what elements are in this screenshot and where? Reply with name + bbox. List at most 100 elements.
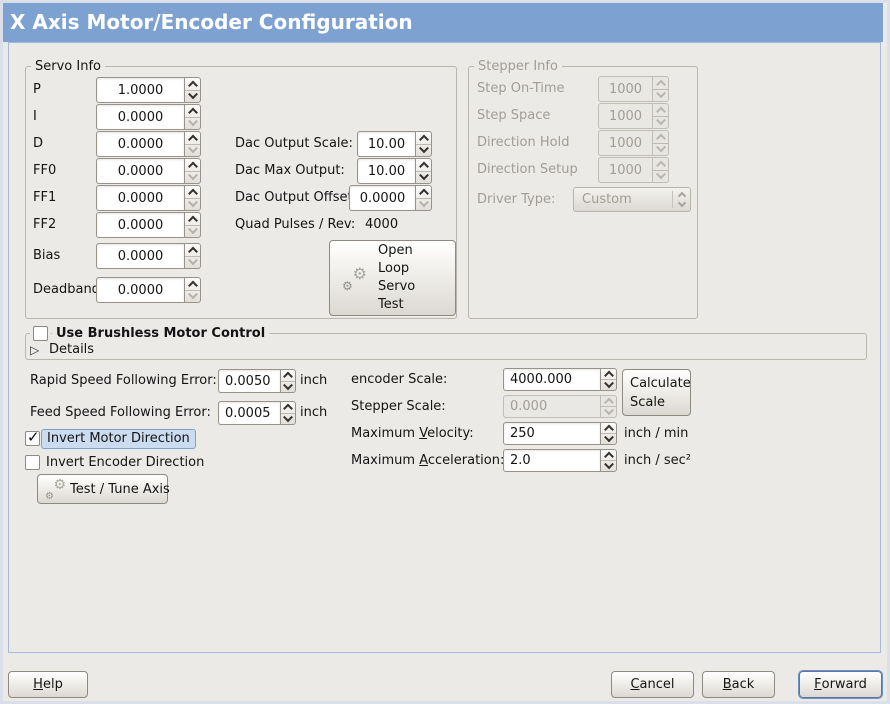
spin-down-button[interactable] xyxy=(185,291,200,303)
spin-down-button[interactable] xyxy=(281,414,295,425)
spin-down-button xyxy=(653,144,668,156)
maximum-acceleration-spinbox: 2.0 xyxy=(503,449,617,472)
deadband-label: Deadband xyxy=(33,282,100,297)
open-loop-servo-test-button[interactable]: ⚙⚙ Open Loop Servo Test xyxy=(329,240,456,316)
maximum-acceleration-input[interactable]: 2.0 xyxy=(503,449,600,472)
maximum-velocity-input[interactable]: 250 xyxy=(503,422,600,445)
encoder-scale-input[interactable]: 4000.000 xyxy=(503,368,600,391)
ff1-input[interactable]: 0.0000 xyxy=(96,185,184,211)
stepper-info-legend: Stepper Info xyxy=(474,59,562,74)
spin-down-button[interactable] xyxy=(185,91,200,103)
deadband-input[interactable]: 0.0000 xyxy=(96,277,184,303)
test-tune-axis-label: Test / Tune Axis xyxy=(70,481,170,497)
gears-icon: ⚙⚙ xyxy=(342,264,367,293)
spin-down-button[interactable] xyxy=(601,461,616,471)
invert-motor-label[interactable]: Invert Motor Direction xyxy=(41,429,196,449)
encoder-scale-spinbox: 4000.000 xyxy=(503,368,617,391)
step-on-time-spinbox: 1000 xyxy=(598,76,669,102)
bias-label: Bias xyxy=(33,248,61,263)
maximum-velocity-unit: inch / min xyxy=(624,426,689,441)
check-icon: ✓ xyxy=(27,428,40,446)
rapid-following-error-label: Rapid Speed Following Error: xyxy=(30,373,217,388)
i-input[interactable]: 0.0000 xyxy=(96,104,184,130)
use-brushless-checkbox[interactable] xyxy=(33,326,48,341)
step-on-time-label: Step On-Time xyxy=(477,81,565,96)
use-brushless-label[interactable]: Use Brushless Motor Control xyxy=(52,325,270,342)
i-spinbox: 0.0000 xyxy=(96,104,201,130)
calculate-scale-button[interactable]: Calculate Scale xyxy=(622,369,691,416)
d-input[interactable]: 0.0000 xyxy=(96,131,184,157)
d-spinbox: 0.0000 xyxy=(96,131,201,157)
maximum-velocity-label: Maximum Velocity: xyxy=(351,426,474,441)
direction-hold-input: 1000 xyxy=(598,130,652,156)
bias-input[interactable]: 0.0000 xyxy=(96,243,184,269)
p-input[interactable]: 1.0000 xyxy=(96,77,184,103)
servo-info-legend: Servo Info xyxy=(31,59,105,74)
quad-pulses-label: Quad Pulses / Rev: xyxy=(235,217,356,232)
rapid-following-error-unit: inch xyxy=(300,373,328,388)
feed-following-error-input[interactable]: 0.0005 xyxy=(218,401,280,425)
deadband-spinbox: 0.0000 xyxy=(96,277,201,303)
stepper-scale-label: Stepper Scale: xyxy=(351,399,446,414)
spin-down-button[interactable] xyxy=(185,226,200,238)
dac-output-offset-label: Dac Output Offset: xyxy=(235,190,357,205)
ff0-input[interactable]: 0.0000 xyxy=(96,158,184,184)
dac-max-output-input[interactable]: 10.00 xyxy=(357,158,415,184)
spin-down-button[interactable] xyxy=(416,145,431,157)
stepper-scale-spinbox: 0.000 xyxy=(503,395,617,418)
spin-down-button[interactable] xyxy=(601,380,616,390)
ff2-label: FF2 xyxy=(33,217,57,232)
spin-down-button xyxy=(601,407,616,417)
spin-down-button[interactable] xyxy=(601,434,616,444)
spin-down-button[interactable] xyxy=(185,172,200,184)
spin-down-button[interactable] xyxy=(416,199,431,211)
ff2-spinbox: 0.0000 xyxy=(96,212,201,238)
dac-output-scale-input[interactable]: 10.00 xyxy=(357,131,415,157)
direction-setup-spinbox: 1000 xyxy=(598,157,669,183)
open-loop-button-label: Open Loop Servo Test xyxy=(378,243,416,312)
invert-encoder-checkbox[interactable] xyxy=(25,455,40,470)
stepper-info-frame xyxy=(468,66,698,319)
details-expander-icon[interactable]: ▷ xyxy=(30,343,40,357)
spin-down-button[interactable] xyxy=(185,257,200,269)
i-label: I xyxy=(33,109,37,124)
dac-max-output-spinbox: 10.00 xyxy=(357,158,432,184)
bias-spinbox: 0.0000 xyxy=(96,243,201,269)
feed-following-error-unit: inch xyxy=(300,405,328,420)
rapid-following-error-spinbox: 0.0050 xyxy=(218,369,296,393)
title-bar xyxy=(3,3,883,42)
maximum-velocity-spinbox: 250 xyxy=(503,422,617,445)
ff2-input[interactable]: 0.0000 xyxy=(96,212,184,238)
invert-motor-checkbox[interactable]: ✓ xyxy=(25,428,40,446)
details-expander-label[interactable]: Details xyxy=(49,342,95,357)
spin-down-button[interactable] xyxy=(416,172,431,184)
driver-type-combobox: Custom xyxy=(573,187,691,212)
test-tune-axis-button[interactable]: ⚙⚙ Test / Tune Axis xyxy=(37,474,170,504)
invert-encoder-label[interactable]: Invert Encoder Direction xyxy=(46,455,205,470)
spin-down-button[interactable] xyxy=(185,199,200,211)
d-label: D xyxy=(33,136,44,151)
dac-output-offset-input[interactable]: 0.0000 xyxy=(349,185,415,211)
spin-down-button[interactable] xyxy=(185,118,200,130)
servo-info-frame xyxy=(25,66,457,319)
encoder-scale-label: encoder Scale: xyxy=(351,372,448,387)
rapid-following-error-input[interactable]: 0.0050 xyxy=(218,369,280,393)
spin-down-button[interactable] xyxy=(281,382,295,393)
dac-max-output-label: Dac Max Output: xyxy=(235,163,345,178)
maximum-acceleration-label: Maximum Acceleration: xyxy=(351,453,505,468)
spin-down-button xyxy=(653,117,668,129)
combo-arrows-icon xyxy=(673,188,690,211)
dac-output-scale-spinbox: 10.00 xyxy=(357,131,432,157)
ff0-label: FF0 xyxy=(33,163,57,178)
spin-down-button[interactable] xyxy=(185,145,200,157)
ff0-spinbox: 0.0000 xyxy=(96,158,201,184)
brushless-frame xyxy=(25,333,867,360)
spin-down-button xyxy=(653,90,668,102)
spin-down-button xyxy=(653,171,668,183)
dac-output-offset-spinbox: 0.0000 xyxy=(349,185,432,211)
